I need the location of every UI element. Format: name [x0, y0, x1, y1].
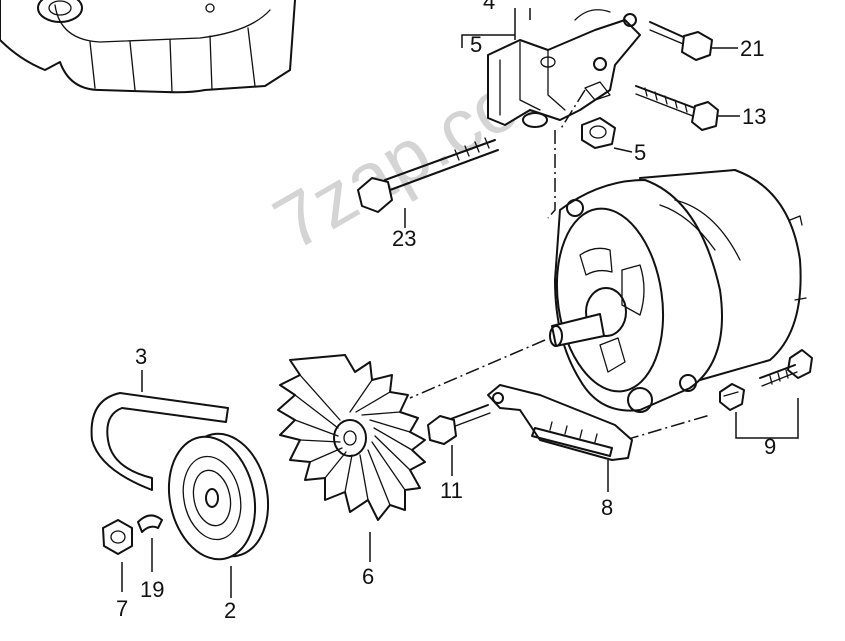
- callout-3: 3: [135, 344, 147, 369]
- callout-4: 4: [483, 0, 495, 14]
- bolt-nut-9: [719, 349, 813, 411]
- callout-6: 6: [362, 564, 374, 589]
- adjusting-bracket: [487, 384, 633, 461]
- callout-5-top: 5: [470, 32, 482, 57]
- callouts: 4 5 21 13 5 23 3 11 9 8 6 7 19 2: [116, 0, 776, 623]
- pulley: [167, 432, 270, 561]
- callout-13: 13: [742, 104, 766, 129]
- callout-19: 19: [140, 577, 164, 602]
- alternator: [549, 169, 807, 413]
- callout-8: 8: [601, 495, 613, 520]
- callout-23: 23: [392, 226, 416, 251]
- callout-21: 21: [740, 36, 764, 61]
- v-belt: [90, 392, 229, 491]
- bolt-13: [635, 85, 719, 131]
- alignment-lines: [409, 89, 711, 441]
- bushing-5: [581, 117, 616, 149]
- callout-9: 9: [764, 434, 776, 459]
- alternator-bracket: [487, 9, 641, 128]
- fan: [277, 354, 426, 521]
- engine-block: [0, 0, 296, 94]
- woodruff-key: [137, 514, 163, 533]
- bolt-21: [649, 21, 713, 61]
- bolt-11: [427, 404, 491, 445]
- bolt-23: [357, 137, 499, 213]
- callout-2: 2: [224, 598, 236, 623]
- callout-7: 7: [116, 596, 128, 621]
- nut: [102, 519, 133, 555]
- callout-11: 11: [440, 478, 463, 503]
- leader-lines: [121, 8, 799, 598]
- callout-5-bushing: 5: [634, 140, 646, 165]
